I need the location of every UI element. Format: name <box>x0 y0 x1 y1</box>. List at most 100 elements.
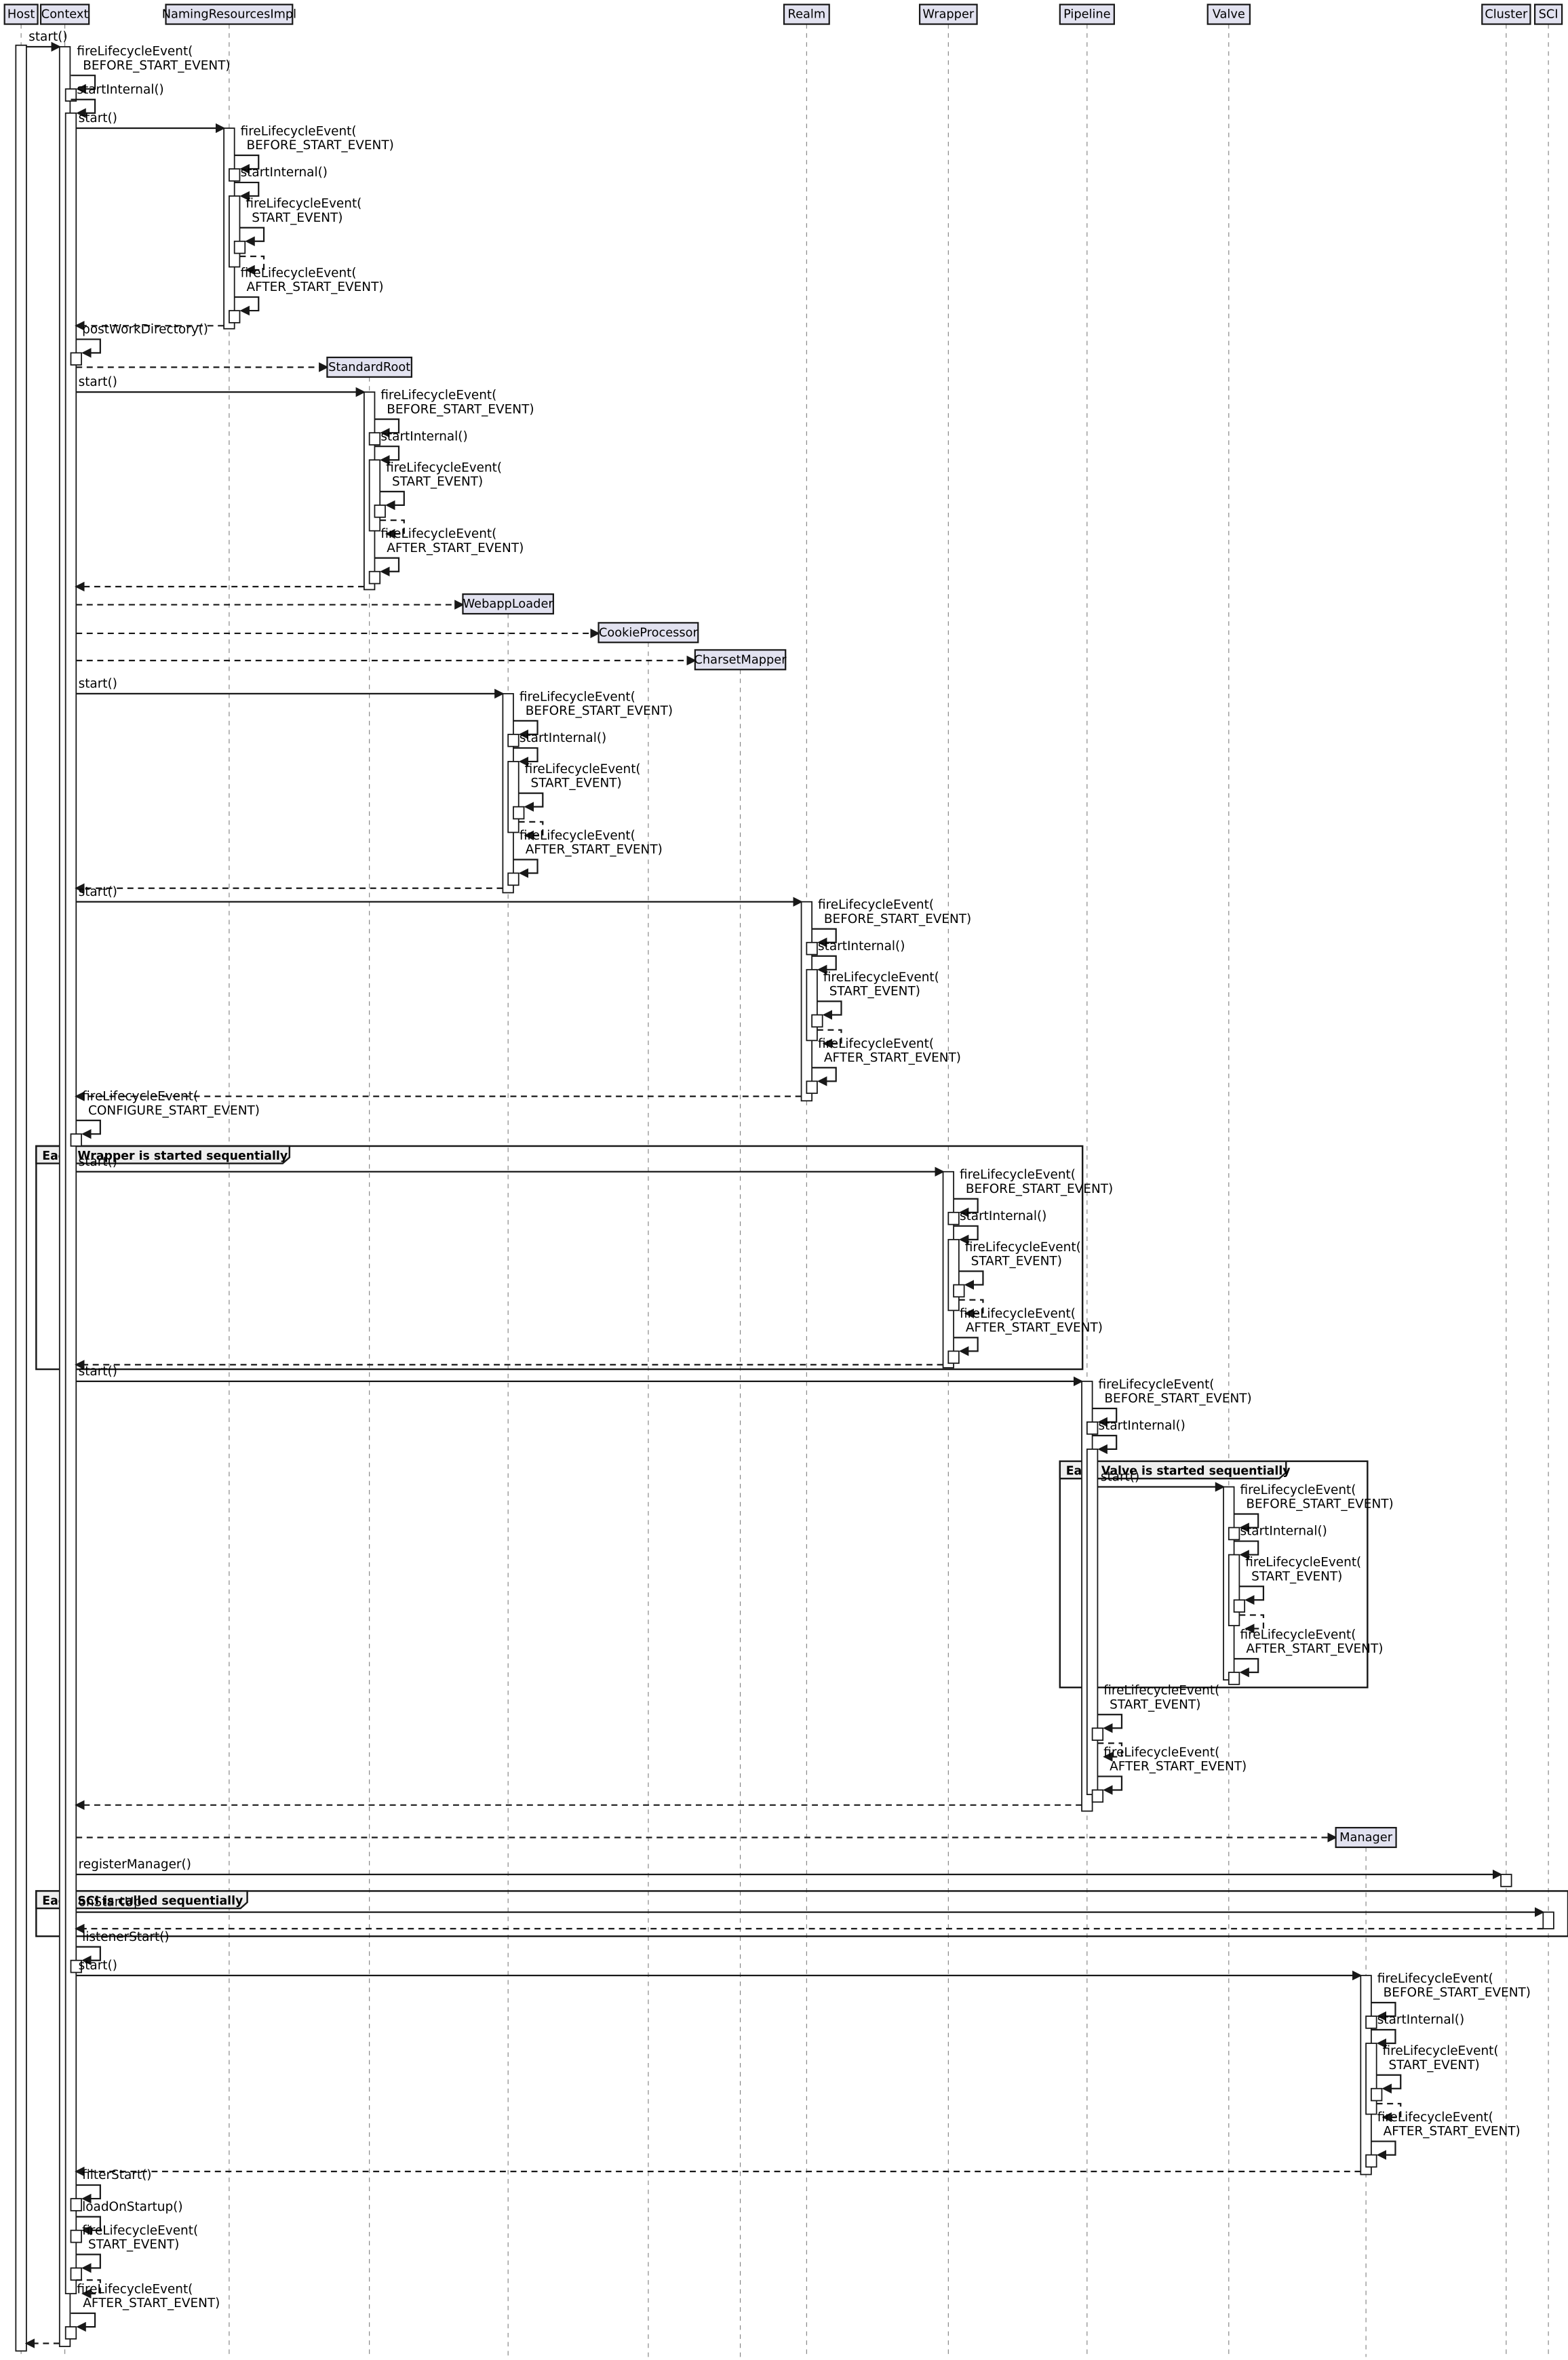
frame-title-tab <box>35 1890 248 1910</box>
participant-host-label: Host <box>7 7 35 22</box>
self-return-arrow <box>239 255 265 275</box>
self-call-arrow <box>817 1000 842 1020</box>
message-label: startInternal() <box>520 731 606 745</box>
activation-bar <box>806 941 818 956</box>
self-call-arrow <box>71 98 96 118</box>
self-call-arrow <box>234 181 260 201</box>
self-return-arrow <box>76 2279 101 2299</box>
message-label: start() <box>79 1959 117 1973</box>
message-label: onStartUp <box>79 1895 142 1910</box>
message-label: START_EVENT) <box>88 2237 179 2251</box>
activation-bar <box>64 112 77 2295</box>
message-label: CONFIGURE_START_EVENT) <box>88 1103 260 1118</box>
activation-bar <box>1228 1554 1240 1626</box>
activation-bar <box>1091 1727 1104 1741</box>
activation-bar <box>1370 2087 1383 2102</box>
message-label: fireLifecycleEvent( <box>1240 1628 1356 1642</box>
message-label: postWorkDirectory() <box>82 322 208 336</box>
message-label: START_EVENT) <box>1388 2058 1479 2072</box>
self-return-arrow <box>958 1299 984 1319</box>
activation-bar <box>64 88 77 102</box>
activation-bar <box>1365 2154 1377 2168</box>
message-label: startInternal() <box>380 429 467 444</box>
activation-bar <box>70 352 82 366</box>
participant-charsetmapper-label: CharsetMapper <box>694 652 787 667</box>
activation-bar <box>806 968 818 1042</box>
self-call-arrow <box>76 338 101 358</box>
self-call-arrow <box>954 1198 979 1218</box>
message-label: fireLifecycleEvent( <box>823 970 939 985</box>
self-call-arrow <box>1239 1586 1265 1605</box>
message-label: fireLifecycleEvent( <box>520 829 635 843</box>
message-label: start() <box>79 375 117 389</box>
activation-bar <box>229 168 241 182</box>
message-label: BEFORE_START_EVENT) <box>526 704 673 718</box>
self-call-arrow <box>958 1270 984 1290</box>
activation-bar <box>1091 1789 1104 1803</box>
message-label: fireLifecycleEvent( <box>818 1037 934 1051</box>
activation-bar <box>15 44 27 2352</box>
message-label: AFTER_START_EVENT) <box>83 2296 220 2310</box>
message-label: fireLifecycleEvent( <box>386 460 502 475</box>
participant-context-label: Context <box>41 7 89 22</box>
self-call-arrow <box>1371 2028 1396 2049</box>
activation-bar <box>70 2229 82 2243</box>
self-call-arrow <box>1092 1434 1118 1455</box>
self-call-arrow <box>954 1337 979 1356</box>
self-call-arrow <box>76 2216 101 2235</box>
message-label: listenerStart() <box>82 1930 169 1944</box>
message-label: fireLifecycleEvent( <box>380 527 496 541</box>
message-label: startInternal() <box>77 83 163 97</box>
participant-namingresourcesimpl-label: NamingResourcesImpl <box>162 7 296 22</box>
participant-host <box>3 3 39 25</box>
participant-context <box>39 3 90 25</box>
message-label: fireLifecycleEvent( <box>380 389 496 403</box>
frame-title: Each Valve is started sequentially <box>1066 1465 1291 1478</box>
activation-bar <box>70 1133 82 1147</box>
message-label: fireLifecycleEvent( <box>1245 1556 1361 1570</box>
self-call-arrow <box>76 1946 101 1965</box>
participant-sci <box>1533 3 1563 25</box>
message-label: fireLifecycleEvent( <box>965 1240 1081 1255</box>
self-call-arrow <box>374 418 400 438</box>
participant-pipeline <box>1059 3 1115 25</box>
message-label: START_EVENT) <box>531 776 622 791</box>
message-label: START_EVENT) <box>829 985 920 999</box>
self-call-arrow <box>1234 1513 1259 1533</box>
self-call-arrow <box>513 747 538 767</box>
activation-bar <box>229 310 241 323</box>
self-call-arrow <box>76 2254 101 2273</box>
activation-bar <box>368 570 381 585</box>
self-call-arrow <box>380 490 405 511</box>
message-label: fireLifecycleEvent( <box>1377 2110 1493 2125</box>
activation-bar <box>70 2267 82 2281</box>
self-return-arrow <box>1376 2102 1402 2123</box>
activation-bar <box>374 505 386 518</box>
message-label: startInternal() <box>1240 1525 1327 1539</box>
activation-bar <box>70 1959 82 1973</box>
self-call-arrow <box>954 1225 979 1245</box>
self-call-arrow <box>1092 1407 1118 1428</box>
message-label: startInternal() <box>241 165 328 180</box>
message-label: loadOnStartup() <box>82 2200 182 2214</box>
activation-bar <box>1086 1449 1099 1796</box>
self-return-arrow <box>1097 1742 1123 1762</box>
participant-pipeline-label: Pipeline <box>1063 7 1111 22</box>
activation-bar <box>947 1211 960 1225</box>
message-label: fireLifecycleEvent( <box>1103 1746 1219 1760</box>
activation-bar <box>1228 1527 1240 1541</box>
message-label: filterStart() <box>82 2168 151 2182</box>
activation-bar <box>1086 1421 1099 1435</box>
frame-title-tab <box>35 1145 291 1164</box>
message-label: fireLifecycleEvent( <box>960 1168 1076 1182</box>
message-label: BEFORE_START_EVENT) <box>966 1182 1113 1196</box>
message-label: AFTER_START_EVENT) <box>824 1050 961 1065</box>
message-label: BEFORE_START_EVENT) <box>83 58 230 73</box>
participant-webapploader <box>462 593 554 615</box>
frame-title: Each SCI is called sequentially <box>42 1894 243 1908</box>
message-label: start() <box>79 1364 117 1379</box>
message-label: startInternal() <box>960 1209 1046 1223</box>
participant-sci-label: SCI <box>1539 7 1559 22</box>
